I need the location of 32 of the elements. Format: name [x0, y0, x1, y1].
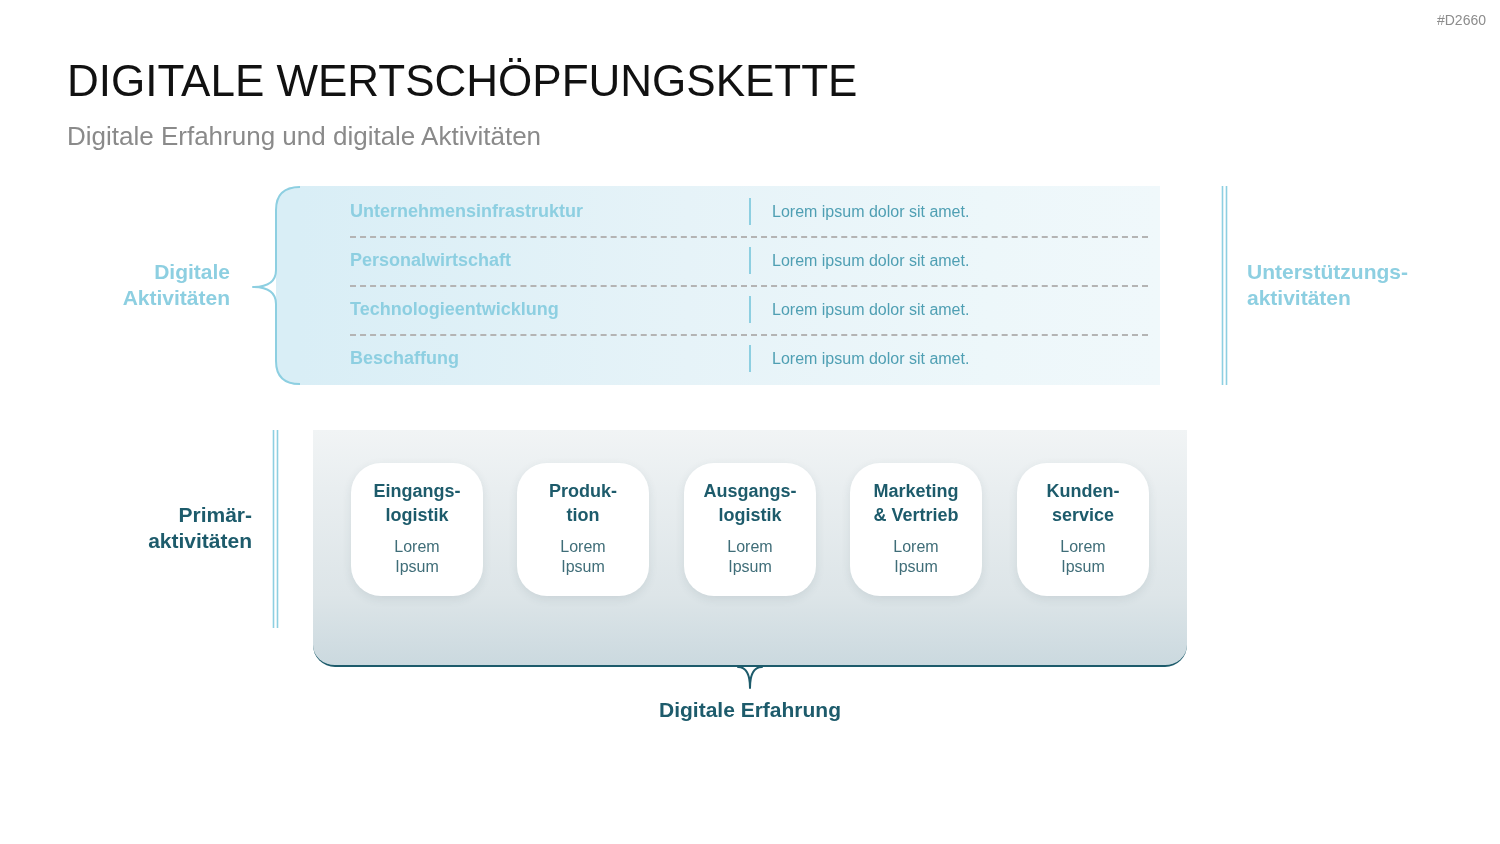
section-label: Primär- aktivitäten [148, 502, 252, 554]
card-title: Produk- tion [548, 480, 618, 527]
activity-card [351, 463, 483, 596]
activity-name: Beschaffung [350, 348, 459, 369]
activity-name: Unternehmensinfrastruktur [350, 201, 584, 222]
activity-description: Lorem ipsum dolor sit amet. [772, 349, 970, 369]
reference-code: #D2660 [1436, 12, 1486, 28]
activity-card [517, 463, 649, 596]
card-title: Marketing & Vertrieb [872, 480, 960, 527]
activity-table-panel [300, 186, 1160, 385]
card-title: Eingangs- logistik [372, 480, 462, 527]
card-text: Lorem Ipsum [892, 537, 940, 577]
activity-card [850, 463, 982, 596]
activity-description: Lorem ipsum dolor sit amet. [772, 251, 970, 271]
card-text: Lorem Ipsum [393, 537, 441, 577]
activity-name: Personalwirtschaft [350, 250, 512, 271]
card-text: Lorem Ipsum [559, 537, 607, 577]
title: DIGITALE WERTSCHÖPFUNGSKETTE [67, 59, 858, 103]
section-label: Unterstützungs- aktivitäten [1247, 259, 1408, 311]
card-title: Kunden- service [1046, 480, 1120, 527]
section-label: Digitale Erfahrung [659, 697, 841, 723]
card-text: Lorem Ipsum [1059, 537, 1107, 577]
activity-name: Technologieentwicklung [350, 299, 559, 320]
card-panel [313, 430, 1187, 667]
card-title: Ausgangs- logistik [702, 480, 798, 527]
card-text: Lorem Ipsum [726, 537, 774, 577]
activity-description: Lorem ipsum dolor sit amet. [772, 300, 970, 320]
activity-description: Lorem ipsum dolor sit amet. [772, 202, 970, 222]
activity-card [1017, 463, 1149, 596]
subtitle: Digitale Erfahrung und digitale Aktivitäten [67, 121, 542, 151]
section-label: Digitale Aktivitäten [122, 259, 230, 311]
activity-card [684, 463, 816, 596]
